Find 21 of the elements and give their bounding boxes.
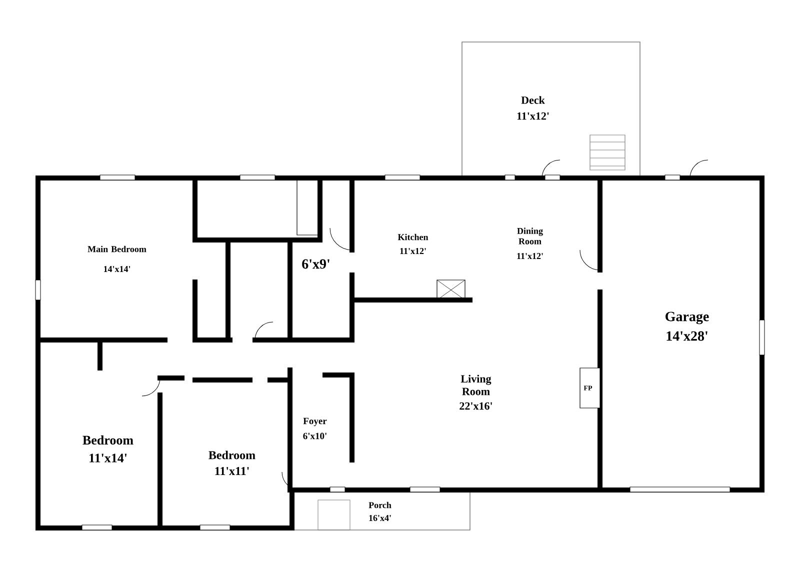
room-name: Main Bedroom bbox=[88, 246, 146, 252]
room-name: Dining Room bbox=[517, 228, 543, 244]
room-dimension: 11'x12' bbox=[517, 112, 549, 120]
room-name: Foyer bbox=[303, 418, 327, 426]
room-dimension: Garage bbox=[666, 312, 709, 324]
room-name: 14'x28' bbox=[666, 331, 708, 341]
room-name: Bedroom bbox=[82, 435, 134, 445]
room-dimension: 11'x14' bbox=[90, 454, 127, 462]
room-dimension: 11'x11' bbox=[215, 467, 249, 475]
room-dimension: 14'x14' bbox=[104, 266, 130, 272]
room-name: Kitchen bbox=[398, 234, 428, 240]
room-dimension: 6'x10' bbox=[303, 432, 326, 440]
room-name: Bedroom bbox=[208, 450, 256, 460]
room-name: Porch bbox=[368, 502, 392, 508]
room-name: 22'x16' bbox=[460, 402, 492, 410]
room-name: 6'x9' bbox=[302, 259, 330, 269]
room-dimension: 11'x12' bbox=[517, 253, 543, 259]
room-dimension: 16'x4' bbox=[369, 514, 391, 522]
room-dimension: Living Room bbox=[460, 374, 492, 396]
room-name: Deck bbox=[521, 96, 545, 104]
room-dimension: 11'x12' bbox=[400, 248, 426, 254]
